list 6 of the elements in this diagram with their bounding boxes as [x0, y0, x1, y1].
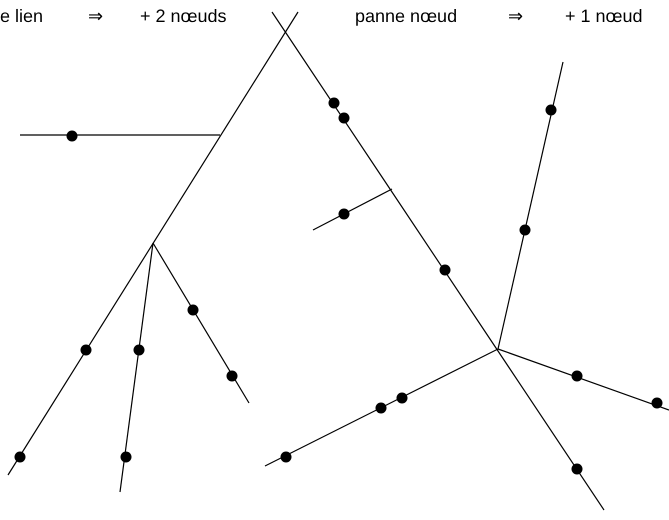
- implies-symbol: ⇒: [508, 6, 523, 28]
- label-text: panne nœud: [355, 6, 458, 28]
- label-text: e lien: [0, 6, 44, 28]
- implies-symbol: ⇒: [88, 6, 103, 28]
- label-text: + 2 nœuds: [140, 6, 227, 28]
- label-text: + 1 nœud: [565, 6, 643, 28]
